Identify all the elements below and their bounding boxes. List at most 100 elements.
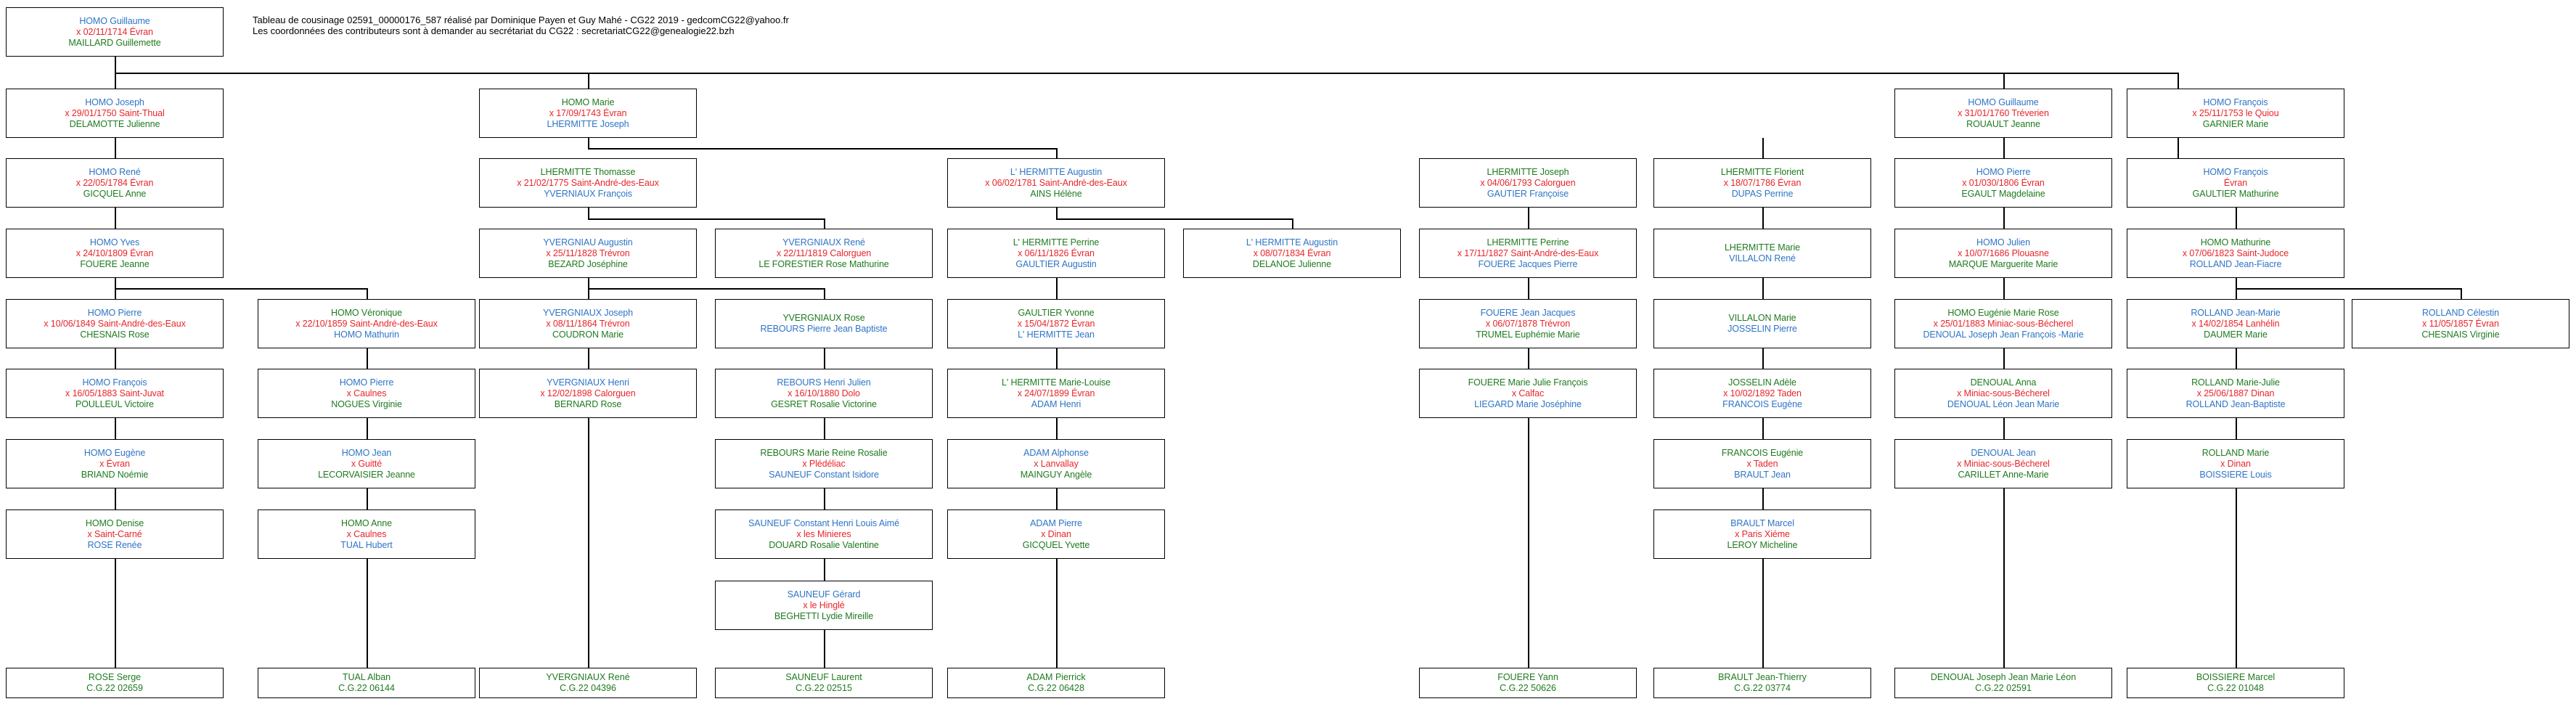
spouse-name-primary: LHERMITTE Joseph: [1487, 166, 1569, 177]
descendant-name: SAUNEUF Laurent: [785, 672, 862, 682]
spouse-name-primary: DENOUAL Anna: [1970, 377, 2037, 388]
spouse-name-secondary: COUDRON Marie: [552, 329, 623, 340]
spouse-name-secondary: NOGUES Virginie: [331, 398, 402, 409]
connector-line: [1528, 418, 1529, 668]
spouse-name-secondary: HOMO Mathurin: [334, 329, 399, 340]
marriage-line: x Taden: [1746, 458, 1778, 469]
connector-line: [1056, 148, 1058, 158]
connector-line: [588, 138, 589, 148]
spouse-name-secondary: FOUERE Jacques Pierre: [1478, 258, 1578, 269]
marriage-line: x Miniac-sous-Bécherel: [1957, 388, 2050, 398]
spouse-name-secondary: ROSE Renée: [87, 539, 142, 550]
spouse-name-primary: HOMO Joseph: [85, 97, 144, 107]
spouse-name-primary: ROLLAND Célestin: [2421, 307, 2500, 318]
marriage-line: x Lanvallay: [1034, 458, 1079, 469]
connector-line: [1056, 208, 1058, 218]
marriage-line: x 06/07/1878 Trévron: [1485, 318, 1571, 329]
connector-line: [115, 278, 116, 288]
spouse-name-secondary: ROUAULT Jeanne: [1966, 118, 2040, 129]
marriage-line: x 21/02/1775 Saint-André-des-Eaux: [517, 177, 659, 188]
descendant-code: C.G.22 03774: [1734, 683, 1791, 693]
spouse-name-secondary: CHESNAIS Virginie: [2421, 329, 2500, 340]
spouse-name-secondary: GESRET Rosalie Victorine: [771, 398, 877, 409]
spouse-name-secondary: GICQUEL Anne: [83, 188, 147, 199]
spouse-name-primary: HOMO Jean: [341, 447, 392, 458]
spouse-name-primary: L' HERMITTE Augustin: [1246, 237, 1338, 247]
marriage-line: x 16/05/1883 Saint-Juvat: [65, 388, 164, 398]
connector-line: [115, 418, 116, 439]
spouse-name-primary: YVERGNIAU Augustin: [543, 237, 633, 247]
connector-line: [824, 218, 825, 229]
spouse-name-secondary: MAILLARD Guillemette: [68, 37, 161, 48]
spouse-name-secondary: LHERMITTE Joseph: [547, 118, 629, 129]
marriage-line: x 08/11/1864 Trévron: [546, 318, 630, 329]
spouse-name-primary: GAULTIER Yvonne: [1018, 307, 1095, 318]
spouse-name-primary: HOMO Anne: [341, 517, 392, 528]
connector-line: [367, 488, 368, 510]
descendant-name: YVERGNIAUX René: [546, 672, 630, 682]
